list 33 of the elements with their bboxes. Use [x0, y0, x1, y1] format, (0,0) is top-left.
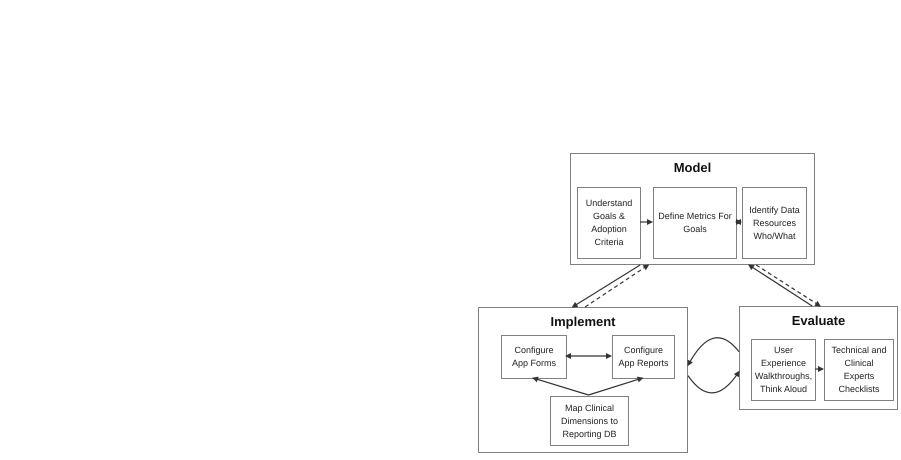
process-box [653, 187, 737, 259]
arrow [735, 219, 742, 225]
arrow [588, 376, 644, 396]
arrow [688, 370, 740, 394]
group-box [570, 153, 815, 265]
group-title: Evaluate [790, 312, 846, 330]
process-box [742, 187, 807, 259]
box-text: Map Clinical Dimensions to Reporting DB [560, 402, 620, 440]
group-title: Model [672, 159, 712, 177]
group-box [478, 307, 688, 453]
process-box [577, 187, 641, 259]
arrow [640, 219, 653, 225]
box-text: User Experience Walkthroughs, Think Aloud [754, 344, 812, 396]
arrow [584, 264, 650, 308]
process-box [612, 335, 675, 379]
arrow [532, 376, 589, 396]
box-text: Understand Goals & Adoption Criteria [584, 197, 634, 249]
arrow [756, 264, 821, 307]
process-box [550, 396, 629, 446]
arrow [815, 366, 824, 372]
arrow [687, 337, 740, 366]
box-text: Technical and Clinical Experts Checklists [830, 344, 888, 396]
group-box [739, 306, 898, 410]
arrow [565, 353, 612, 359]
arrow [748, 264, 812, 306]
process-box [501, 335, 567, 379]
process-box [824, 339, 894, 401]
box-text: Configure App Reports [617, 344, 670, 370]
arrow [572, 264, 640, 308]
box-text: Configure App Forms [510, 344, 557, 370]
group-title: Implement [549, 313, 616, 331]
box-text: Define Metrics For Goals [658, 210, 732, 236]
box-text: Identify Data Resources Who/What [748, 204, 801, 242]
